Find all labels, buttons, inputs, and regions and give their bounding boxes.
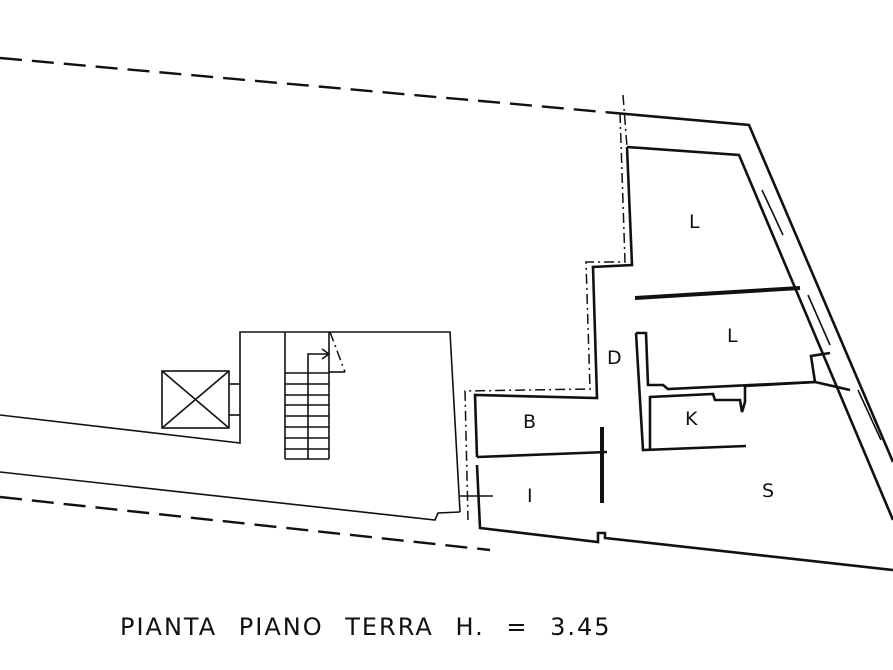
room-label-d: D (607, 347, 622, 369)
staircase (284, 331, 346, 460)
apartment-walls (460, 111, 893, 572)
stair-block-outline (0, 331, 461, 513)
room-label-s: S (762, 480, 775, 502)
room-label-k: K (685, 408, 698, 430)
room-label-l-upper: L (689, 211, 700, 233)
street-line (0, 471, 461, 521)
axis-line (622, 94, 628, 148)
lift-shaft (161, 370, 240, 429)
plan-title: PIANTA PIANO TERRA H. = 3.45 (120, 613, 612, 641)
site-boundary-bottom (0, 495, 491, 552)
site-boundary-top (0, 56, 616, 115)
room-label-i: I (527, 485, 533, 507)
room-label-b: B (523, 411, 537, 433)
room-label-l-lower: L (727, 325, 738, 347)
